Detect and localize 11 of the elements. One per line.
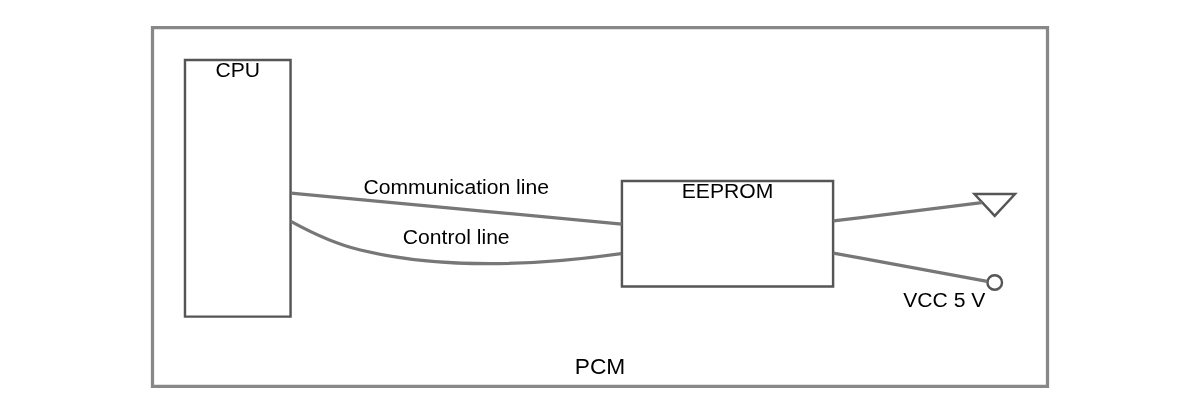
edge-label: Communication line [363,174,549,198]
node-ground [971,192,1018,218]
node-label: VCC 5 V [903,287,986,311]
node-box: CPU [183,58,292,318]
connector [833,251,988,284]
edge-label: Control line [402,225,510,249]
node-box: EEPROM [620,179,835,288]
connector [290,219,622,266]
connector [290,191,622,226]
connector [833,201,982,223]
node-circle [986,274,1004,292]
